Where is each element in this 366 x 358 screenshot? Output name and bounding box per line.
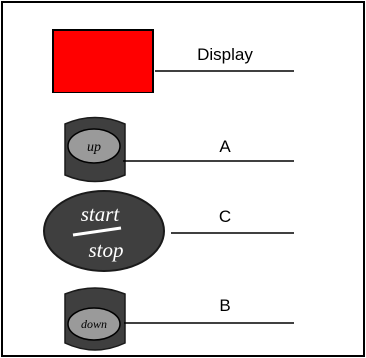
- display-panel: [54, 31, 152, 92]
- start-stop-label: C: [219, 207, 231, 226]
- start-stop-group: start stop C: [43, 190, 294, 272]
- down-label: B: [219, 296, 230, 315]
- up-label: A: [219, 137, 231, 156]
- start-stop-divider: [72, 226, 122, 237]
- up-button-cap[interactable]: [67, 128, 121, 164]
- stop-text: stop: [88, 238, 123, 262]
- display-group: Display: [52, 29, 294, 93]
- down-button-cap[interactable]: [67, 307, 121, 341]
- up-button-text: up: [87, 140, 101, 155]
- down-button-text: down: [81, 317, 107, 331]
- start-text: start: [81, 202, 121, 226]
- diagram-canvas: Display up A start stop C down B: [43, 29, 294, 351]
- display-label: Display: [197, 45, 253, 64]
- down-button-group: down B: [64, 287, 294, 351]
- up-button-group: up A: [64, 116, 294, 183]
